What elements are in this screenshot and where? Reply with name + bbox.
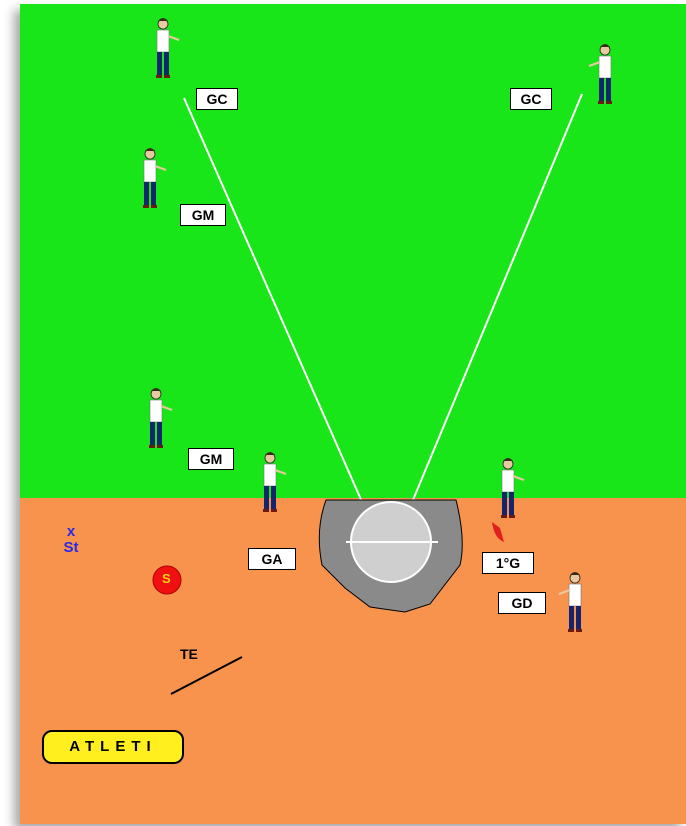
label-x: x (60, 524, 82, 539)
player-gd (559, 572, 582, 632)
label-ga: GA (248, 548, 296, 570)
label-te: TE (180, 646, 198, 662)
player-gc-right (589, 44, 612, 104)
atleti-badge: ATLETI (42, 730, 184, 764)
label-gm-upper: GM (180, 204, 226, 226)
player-gm-lower (149, 388, 172, 448)
player-gm-upper (143, 148, 166, 208)
bat-line-icon (171, 657, 242, 694)
player-ga (263, 452, 286, 512)
player-first-g (501, 458, 524, 518)
label-st: St (56, 540, 86, 555)
label-gc-left: GC (196, 88, 238, 110)
ball-label: S (162, 571, 171, 586)
label-gc-right: GC (510, 88, 552, 110)
label-gd: GD (498, 592, 546, 614)
player-gc-left (156, 18, 179, 78)
throw-line-right (408, 94, 582, 512)
catcher-gear (492, 522, 504, 542)
label-first-g: 1°G (482, 552, 534, 574)
label-gm-lower: GM (188, 448, 234, 470)
